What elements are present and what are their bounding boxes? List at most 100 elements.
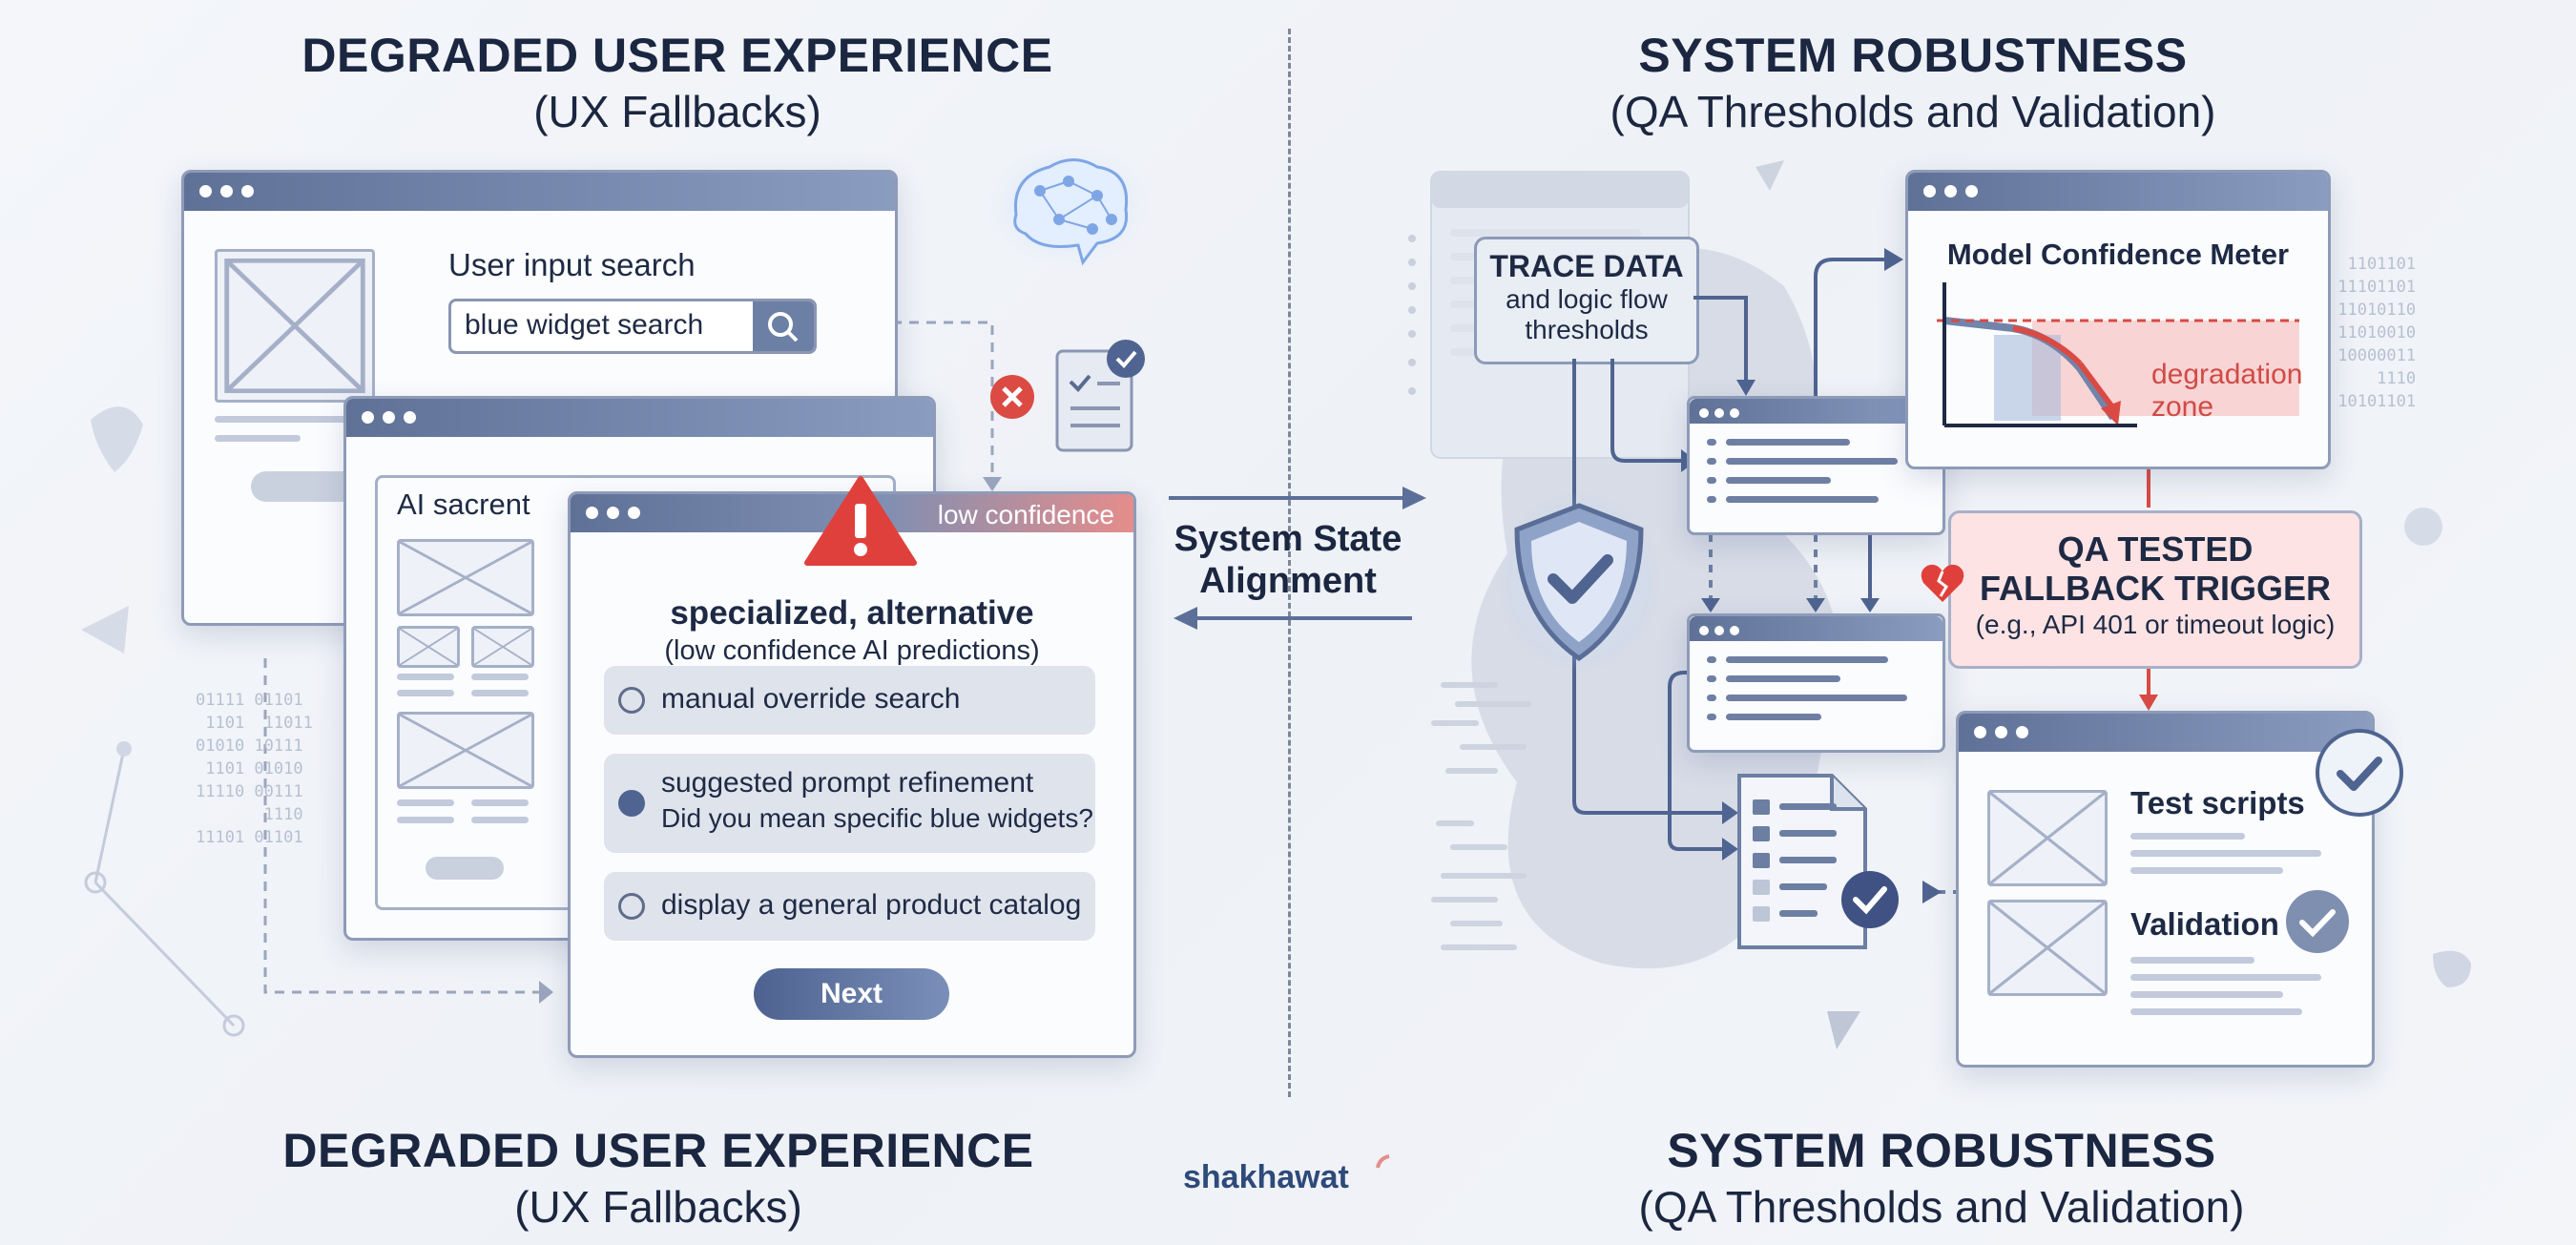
test-scripts-window: Test scripts Validation bbox=[1956, 711, 2375, 1068]
binary-decoration-left: 01111 01101 1101 11011 01010 10111 1101 … bbox=[196, 691, 313, 847]
text-line bbox=[2130, 957, 2254, 964]
top-left-heading: DEGRADED USER EXPERIENCE (UX Fallbacks) bbox=[200, 27, 1154, 139]
top-right-title: SYSTEM ROBUSTNESS bbox=[1638, 29, 2188, 82]
text-line bbox=[397, 817, 454, 823]
trace-line3: thresholds bbox=[1525, 315, 1649, 344]
text-line bbox=[2130, 833, 2245, 840]
search-button[interactable] bbox=[753, 301, 814, 351]
search-label: User input search bbox=[448, 247, 696, 282]
next-button[interactable]: Next bbox=[754, 968, 949, 1020]
image-placeholder bbox=[1987, 900, 2108, 996]
bottom-right-subtitle: (QA Thresholds and Validation) bbox=[1638, 1182, 2245, 1232]
alignment-arrows bbox=[1169, 487, 1426, 630]
zone-line2: zone bbox=[2151, 391, 2214, 423]
system-state-label: System State Alignment bbox=[1150, 518, 1426, 602]
center-divider bbox=[1288, 29, 1291, 1097]
validation-label: Validation bbox=[2130, 906, 2279, 942]
trace-title: TRACE DATA bbox=[1489, 249, 1684, 283]
degradation-zone-label: degradation zone bbox=[2151, 359, 2302, 424]
image-placeholder bbox=[397, 712, 534, 789]
option-label: manual override search bbox=[661, 683, 961, 715]
image-placeholder bbox=[215, 249, 375, 403]
flow-connectors bbox=[1572, 248, 2158, 903]
confidence-meter-window: Model Confidence Meter degradation zone bbox=[1905, 170, 2331, 469]
test-document-icon bbox=[1737, 774, 1899, 949]
checklist-icon bbox=[1055, 340, 1145, 452]
dialog-title: specialized, alternative bbox=[670, 594, 1034, 632]
text-line bbox=[2130, 1008, 2302, 1015]
check-badge-icon bbox=[2316, 729, 2403, 817]
top-left-subtitle: (UX Fallbacks) bbox=[533, 87, 821, 136]
broken-heart-icon bbox=[1921, 564, 1964, 602]
trace-data-box: TRACE DATA and logic flow thresholds bbox=[1474, 237, 1699, 364]
fallback-trigger-box: QA TESTED FALLBACK TRIGGER (e.g., API 40… bbox=[1948, 510, 2362, 669]
trace-line2: and logic flow bbox=[1506, 284, 1668, 314]
window-titlebar bbox=[184, 173, 895, 211]
placeholder-button bbox=[426, 857, 504, 880]
radio-unchecked[interactable] bbox=[618, 893, 645, 920]
text-line bbox=[2130, 991, 2283, 998]
option-general-catalog[interactable]: display a general product catalog bbox=[604, 872, 1095, 941]
text-line bbox=[2130, 850, 2321, 857]
text-line bbox=[215, 435, 301, 442]
window-titlebar bbox=[1908, 173, 2328, 211]
image-placeholder bbox=[397, 539, 534, 616]
system-state-line1: System State bbox=[1174, 519, 1402, 559]
zone-line1: degradation bbox=[2151, 359, 2303, 390]
code-window-2 bbox=[1687, 613, 1945, 753]
text-line bbox=[471, 690, 529, 696]
ai-content-frame: AI sacrent bbox=[375, 475, 896, 910]
fallback-line1: QA TESTED bbox=[2057, 529, 2254, 569]
image-placeholder bbox=[471, 626, 534, 668]
fallback-dialog: low confidence specialized, alternative … bbox=[568, 491, 1136, 1058]
test-scripts-label: Test scripts bbox=[2130, 785, 2305, 820]
bottom-right-title: SYSTEM ROBUSTNESS bbox=[1667, 1124, 2216, 1177]
bottom-left-title: DEGRADED USER EXPERIENCE bbox=[282, 1124, 1034, 1177]
image-placeholder bbox=[1987, 790, 2108, 886]
text-line bbox=[215, 416, 358, 423]
warning-icon bbox=[804, 476, 917, 566]
text-line bbox=[471, 674, 529, 680]
option-manual-override[interactable]: manual override search bbox=[604, 666, 1095, 735]
bottom-left-heading: DEGRADED USER EXPERIENCE (UX Fallbacks) bbox=[181, 1122, 1135, 1235]
system-state-line2: Alignment bbox=[1199, 561, 1377, 601]
bottom-left-subtitle: (UX Fallbacks) bbox=[514, 1182, 802, 1232]
option-label: display a general product catalog bbox=[661, 889, 1082, 921]
search-input[interactable]: blue widget search bbox=[448, 299, 817, 354]
window-titlebar bbox=[1959, 714, 2372, 752]
text-line bbox=[2130, 974, 2321, 981]
confidence-chart bbox=[1937, 282, 2299, 427]
top-right-subtitle: (QA Thresholds and Validation) bbox=[1610, 87, 2216, 136]
low-confidence-badge: low confidence bbox=[937, 500, 1114, 529]
search-input-value: blue widget search bbox=[465, 309, 704, 341]
brand-logo: shakhawat bbox=[1183, 1159, 1349, 1195]
left-decor bbox=[81, 321, 1002, 1037]
code-window-1 bbox=[1687, 396, 1945, 535]
brain-icon bbox=[978, 138, 1159, 272]
brand-accent-mark bbox=[1376, 1154, 1390, 1169]
text-line bbox=[397, 674, 454, 680]
top-left-title: DEGRADED USER EXPERIENCE bbox=[301, 29, 1053, 82]
binary-decoration-right: 1101101 11101101 11010110 11010010 10000… bbox=[2337, 255, 2417, 411]
bottom-right-heading: SYSTEM ROBUSTNESS (QA Thresholds and Val… bbox=[1465, 1122, 2419, 1235]
text-line bbox=[2130, 867, 2283, 874]
option-prompt-refinement[interactable]: suggested prompt refinement Did you mean… bbox=[604, 754, 1095, 853]
shield-check-icon bbox=[1498, 491, 1660, 673]
image-placeholder bbox=[397, 626, 460, 668]
text-line bbox=[397, 799, 454, 806]
search-icon bbox=[768, 312, 799, 342]
window-titlebar bbox=[346, 399, 933, 437]
validation-check-icon bbox=[2286, 890, 2349, 953]
dialog-subtitle: (low confidence AI predictions) bbox=[664, 635, 1040, 666]
fallback-line2: FALLBACK TRIGGER bbox=[1980, 569, 2331, 608]
option-sublabel: Did you mean specific blue widgets? bbox=[661, 803, 1093, 833]
radio-checked[interactable] bbox=[618, 790, 645, 817]
ai-window-label: AI sacrent bbox=[397, 488, 530, 521]
radio-unchecked[interactable] bbox=[618, 687, 645, 714]
error-icon bbox=[990, 375, 1034, 419]
top-right-heading: SYSTEM ROBUSTNESS (QA Thresholds and Val… bbox=[1436, 27, 2390, 139]
text-line bbox=[471, 817, 529, 823]
text-line bbox=[397, 690, 454, 696]
option-label: suggested prompt refinement bbox=[661, 767, 1034, 799]
fallback-line3: (e.g., API 401 or timeout logic) bbox=[1975, 610, 2336, 639]
